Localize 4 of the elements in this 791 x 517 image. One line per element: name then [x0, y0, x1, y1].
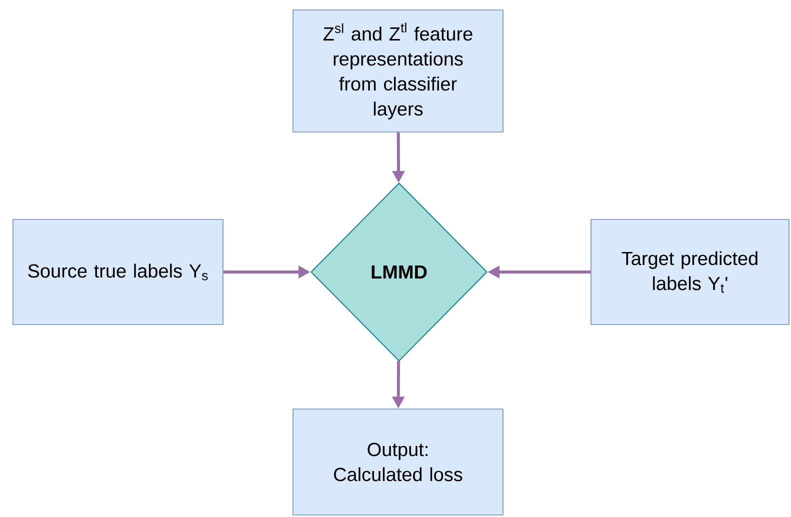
process-box: Output: Calculated loss	[292, 408, 504, 516]
process-box: Source true labels Y$_{s}$	[12, 219, 224, 325]
process-box: $\text{Z}^{\text{sl}}\text{ and Z}^{\text{tl}}\text{ feature}$ representations from classifier layers	[292, 10, 504, 132]
process-box: Target predicted labels Y$_{t}$'	[590, 219, 790, 325]
